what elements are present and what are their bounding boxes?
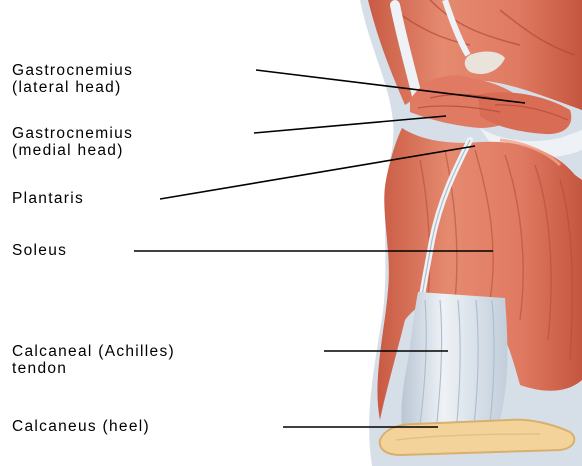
label-line: tendon	[12, 360, 175, 377]
label-gastrocnemius-medial-head: Gastrocnemius (medial head)	[12, 125, 133, 159]
label-line: (medial head)	[12, 142, 133, 159]
label-gastrocnemius-lateral-head: Gastrocnemius (lateral head)	[12, 62, 133, 96]
label-line: (lateral head)	[12, 79, 133, 96]
calcaneus-bone	[380, 420, 575, 455]
label-soleus: Soleus	[12, 242, 67, 259]
label-line: Plantaris	[12, 190, 84, 207]
label-calcaneus: Calcaneus (heel)	[12, 418, 150, 435]
label-line: Calcaneal (Achilles)	[12, 343, 175, 360]
label-line: Gastrocnemius	[12, 62, 133, 79]
label-line: Calcaneus (heel)	[12, 418, 150, 435]
label-line: Soleus	[12, 242, 67, 259]
label-line: Gastrocnemius	[12, 125, 133, 142]
label-plantaris: Plantaris	[12, 190, 84, 207]
label-calcaneal-tendon: Calcaneal (Achilles) tendon	[12, 343, 175, 377]
